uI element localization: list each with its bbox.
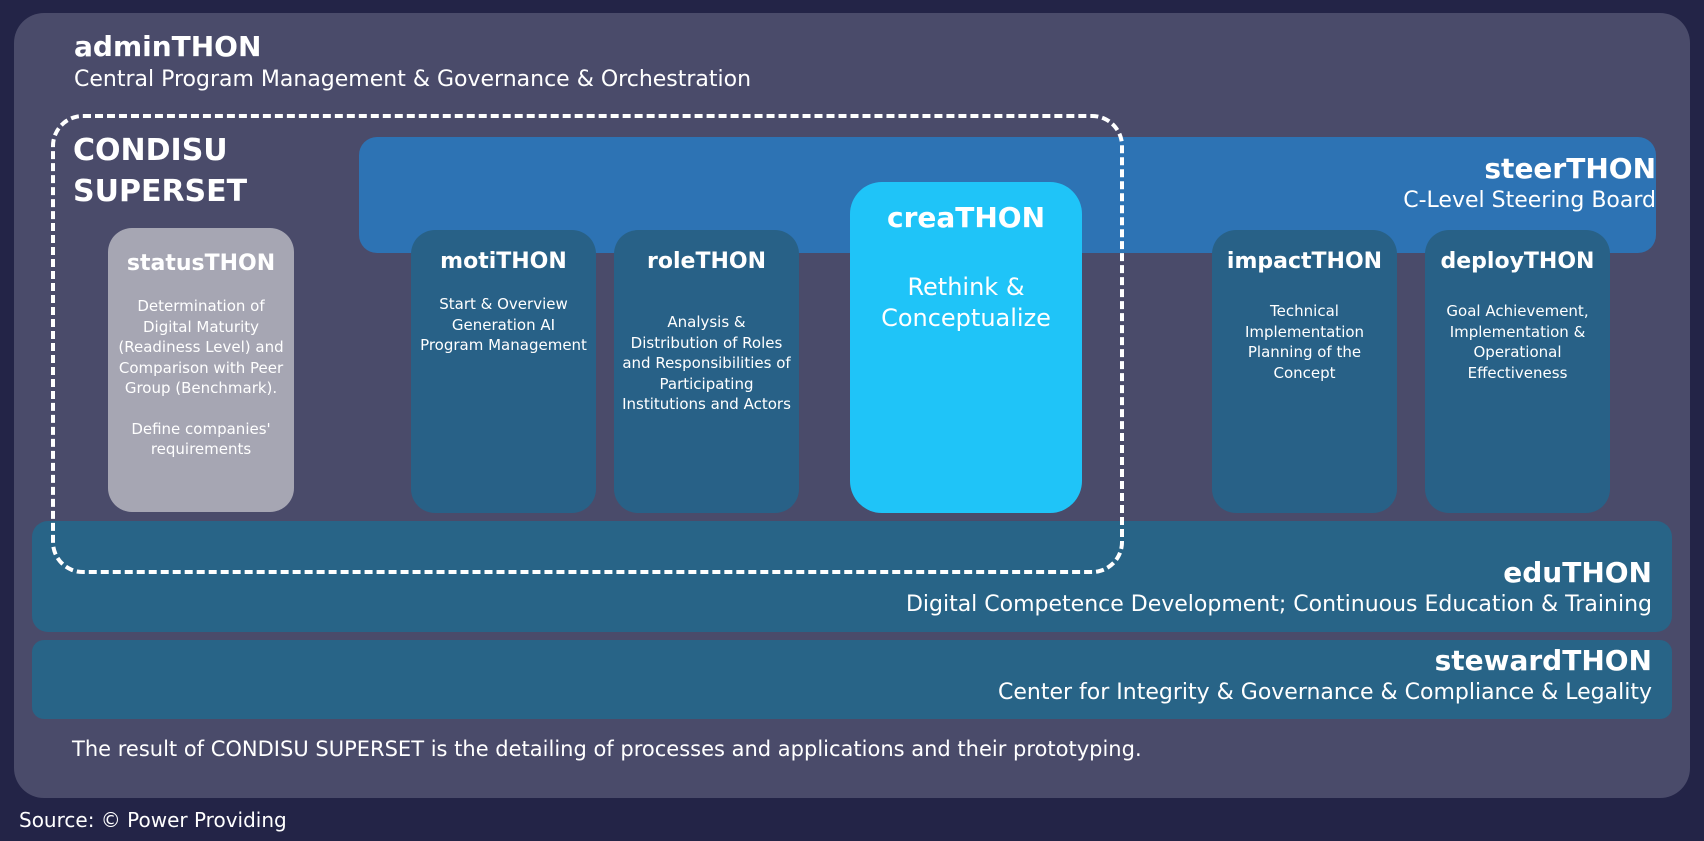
motithon-title: motiTHON bbox=[440, 249, 567, 274]
deploython-card: deployTHON Goal Achievement, Implementat… bbox=[1425, 230, 1610, 513]
steerthon-title: steerTHON bbox=[1484, 152, 1656, 185]
steerthon-subtitle: C-Level Steering Board bbox=[1403, 188, 1656, 213]
condisu-superset-frame bbox=[51, 114, 1124, 574]
statusthon-description: Determination of Digital Maturity (Readi… bbox=[118, 297, 284, 397]
statusthon-title: statusTHON bbox=[126, 251, 276, 276]
deploython-title: deployTHON bbox=[1440, 249, 1595, 274]
statusthon-requirements: Define companies' requirements bbox=[131, 419, 271, 459]
stewardthon-bar bbox=[32, 640, 1672, 719]
eduthon-bar bbox=[32, 521, 1672, 632]
result-statement: The result of CONDISU SUPERSET is the de… bbox=[72, 737, 1142, 761]
source-credit: Source: © Power Providing bbox=[19, 808, 287, 832]
adminthon-subtitle: Central Program Management & Governance … bbox=[74, 67, 752, 92]
rolethon-description: Analysis & Distribution of Roles and Res… bbox=[622, 313, 791, 413]
stewardthon-title: stewardTHON bbox=[1434, 644, 1652, 677]
rolethon-title: roleTHON bbox=[647, 249, 766, 274]
eduthon-subtitle: Digital Competence Development; Continuo… bbox=[905, 592, 1652, 617]
creathon-title: creaTHON bbox=[886, 201, 1046, 234]
adminthon-title: adminTHON bbox=[74, 30, 262, 63]
motithon-description: Start & Overview Generation AI Program M… bbox=[420, 295, 587, 354]
rolethon-card: roleTHON Analysis & Distribution of Role… bbox=[614, 230, 799, 513]
creathon-card: creaTHON Rethink & Conceptualize bbox=[850, 182, 1082, 513]
condisu-superset-title: CONDISU SUPERSET bbox=[73, 133, 248, 209]
deploython-description: Goal Achievement, Implementation & Opera… bbox=[1446, 302, 1589, 382]
creathon-description: Rethink & Conceptualize bbox=[881, 273, 1051, 332]
stewardthon-subtitle: Center for Integrity & Governance & Comp… bbox=[997, 680, 1652, 705]
impactthon-description: Technical Implementation Planning of the… bbox=[1244, 302, 1365, 382]
impactthon-title: impactTHON bbox=[1226, 249, 1383, 274]
impactthon-card: impactTHON Technical Implementation Plan… bbox=[1212, 230, 1397, 513]
motithon-card: motiTHON Start & Overview Generation AI … bbox=[411, 230, 596, 513]
statusthon-card: statusTHON Determination of Digital Matu… bbox=[108, 228, 294, 512]
eduthon-title: eduTHON bbox=[1503, 556, 1652, 589]
